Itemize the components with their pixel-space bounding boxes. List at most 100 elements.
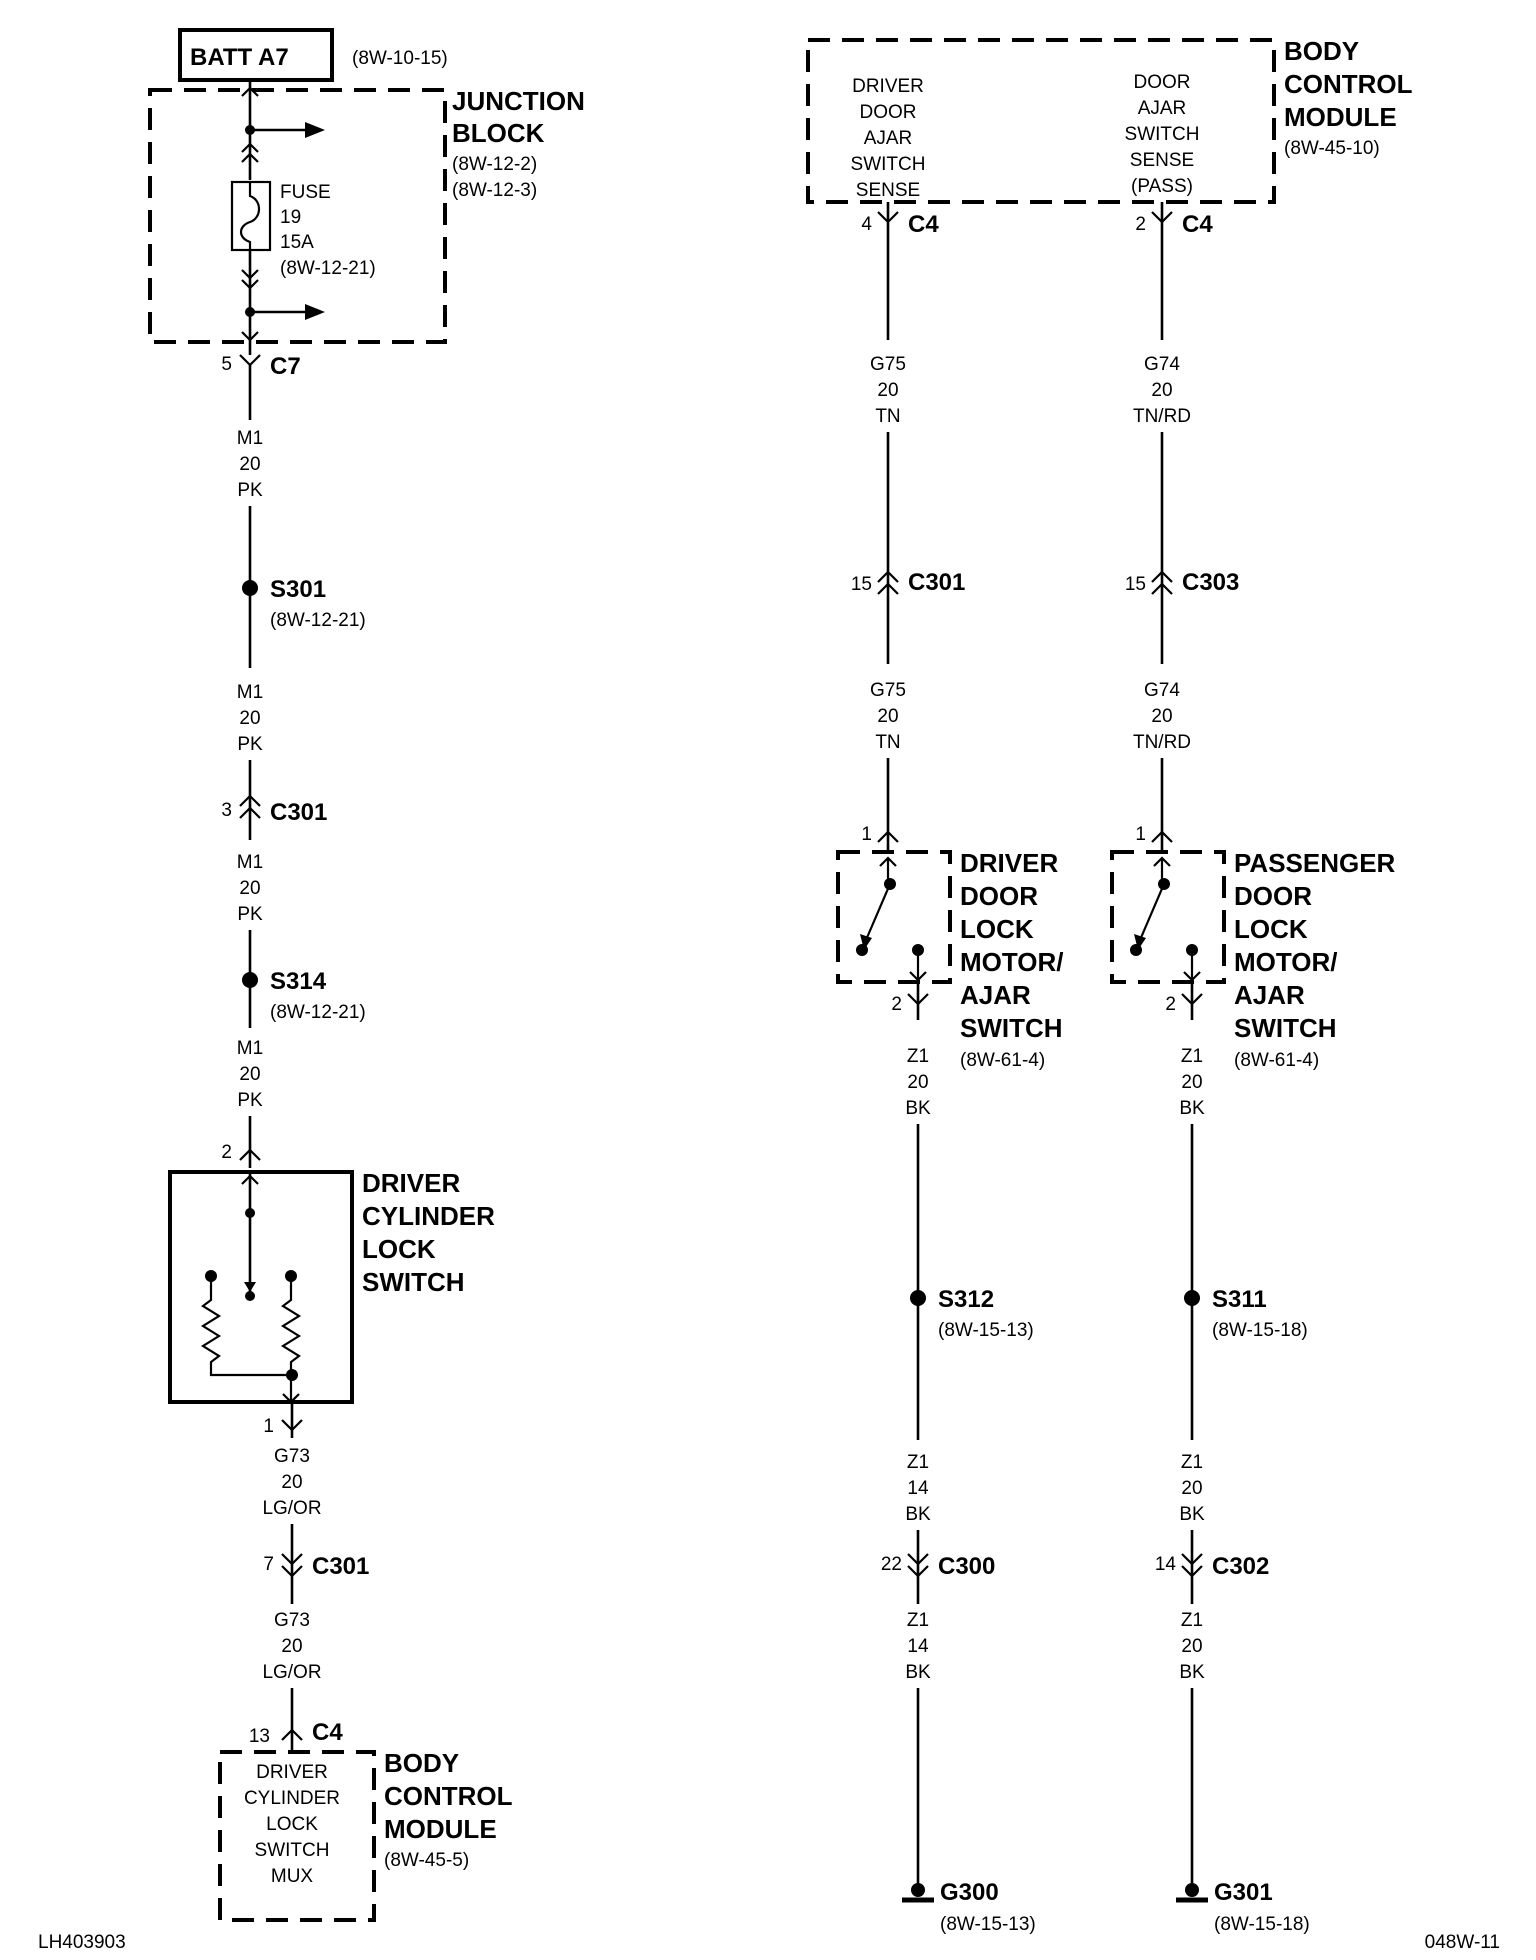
- bcm-top-title-3: MODULE: [1284, 102, 1397, 132]
- c7-name: C7: [270, 353, 301, 380]
- right-columns: DRIVER DOOR AJAR SWITCH SENSE DOOR AJAR …: [806, 36, 1413, 1935]
- wire-g73-circuit-2: G73: [274, 1610, 310, 1631]
- junction-block-ref-2: (8W-12-3): [452, 180, 537, 201]
- pass-z1-circuit-3: Z1: [1181, 1610, 1203, 1631]
- switch-pin2: 2: [221, 1142, 232, 1163]
- driver-z114-circuit-2: Z1: [907, 1610, 929, 1631]
- s312-ref: (8W-15-13): [938, 1320, 1034, 1341]
- driver-circuit: 4 C4 G75 20 TN 15 C301 G75 20 TN 1: [836, 202, 1064, 1935]
- bcm-top-driver-3: AJAR: [864, 128, 913, 149]
- pass-z1-circuit: Z1: [1181, 1046, 1203, 1067]
- junction-block-box: [148, 88, 447, 344]
- wire-m1-gauge-3: 20: [239, 878, 260, 899]
- driver-c4-pin: 4: [861, 214, 872, 235]
- pass-switch-pin1: 1: [1135, 824, 1146, 845]
- driver-c301-pin: 15: [851, 574, 872, 595]
- driver-switch-pin1: 1: [861, 824, 872, 845]
- bcm-top-pass-2: AJAR: [1138, 98, 1187, 119]
- pass-g74-circuit-2: G74: [1144, 680, 1180, 701]
- splice-s314: [242, 972, 258, 988]
- passenger-circuit: 2 C4 G74 20 TN/RD 15 C303 G74 20 TN/RD 1: [1110, 202, 1396, 1935]
- wire-m1-gauge-2: 20: [239, 708, 260, 729]
- bcm-bottom-title-1: BODY: [384, 1748, 459, 1778]
- bcm-bottom-ref: (8W-45-5): [384, 1850, 469, 1871]
- wire-m1-color: PK: [237, 480, 263, 501]
- wire-g73-circuit: G73: [274, 1446, 310, 1467]
- c301a-pin: 3: [221, 800, 232, 821]
- wire-m1-gauge: 20: [239, 454, 260, 475]
- s314-ref: (8W-12-21): [270, 1002, 366, 1023]
- pass-g74-circuit: G74: [1144, 354, 1180, 375]
- driver-g75-color-2: TN: [875, 732, 900, 753]
- pass-motor-title-6: SWITCH: [1234, 1013, 1337, 1043]
- wire-m1-circuit: M1: [237, 428, 263, 449]
- bcm-top-pass-1: DOOR: [1134, 72, 1191, 93]
- pass-motor-title-1: PASSENGER: [1234, 848, 1396, 878]
- footer-left-code: LH403903: [38, 1932, 126, 1953]
- s301-ref: (8W-12-21): [270, 610, 366, 631]
- driver-z114-gauge: 14: [907, 1478, 929, 1499]
- bcm-bottom-inner-5: MUX: [271, 1866, 314, 1887]
- c302-pin: 14: [1155, 1554, 1177, 1575]
- bcm-top-ref: (8W-45-10): [1284, 138, 1380, 159]
- driver-g75-gauge: 20: [877, 380, 898, 401]
- switch-internals: [200, 1172, 302, 1404]
- driver-motor-title-3: LOCK: [960, 914, 1034, 944]
- pass-z1-color-2: BK: [1179, 1504, 1205, 1525]
- pass-motor-title-2: DOOR: [1234, 881, 1312, 911]
- pass-c4-name: C4: [1182, 211, 1213, 238]
- wire-m1-circuit-2: M1: [237, 682, 263, 703]
- driver-z114-color-2: BK: [905, 1662, 931, 1683]
- driver-motor-ref: (8W-61-4): [960, 1050, 1045, 1071]
- bcm-top-pass-5: (PASS): [1131, 176, 1193, 197]
- bcm-top-title-2: CONTROL: [1284, 69, 1413, 99]
- driver-g75-color: TN: [875, 406, 900, 427]
- fuse-number: 19: [280, 207, 301, 228]
- dcs-title-3: LOCK: [362, 1234, 436, 1264]
- bcm-top-box: [806, 38, 1276, 204]
- c303-name: C303: [1182, 569, 1239, 596]
- wire-m1-circuit-3: M1: [237, 852, 263, 873]
- c4-left-name: C4: [312, 1719, 343, 1746]
- pass-g74-gauge: 20: [1151, 380, 1172, 401]
- driver-z1-gauge: 20: [907, 1072, 928, 1093]
- driver-motor-title-5: AJAR: [960, 980, 1031, 1010]
- ground-g301-icon: [1176, 1883, 1208, 1903]
- junction-block-title-2: BLOCK: [452, 118, 545, 148]
- s311-name: S311: [1212, 1286, 1267, 1313]
- pass-motor-ref: (8W-61-4): [1234, 1050, 1319, 1071]
- driver-motor-title-6: SWITCH: [960, 1013, 1063, 1043]
- fuse-ref: (8W-12-21): [280, 258, 376, 279]
- fuse-label: FUSE: [280, 182, 331, 203]
- c302-name: C302: [1212, 1553, 1269, 1580]
- driver-z114-gauge-2: 14: [907, 1636, 929, 1657]
- pass-motor-title-4: MOTOR/: [1234, 947, 1338, 977]
- c301b-pin: 7: [263, 1554, 274, 1575]
- splice-s312: [910, 1290, 926, 1306]
- bcm-bottom-inner-2: CYLINDER: [244, 1788, 340, 1809]
- driver-g75-circuit: G75: [870, 354, 906, 375]
- driver-switch-internals: [856, 856, 927, 982]
- pass-g74-gauge-2: 20: [1151, 706, 1172, 727]
- driver-motor-box: [836, 850, 952, 984]
- driver-motor-title-1: DRIVER: [960, 848, 1058, 878]
- bcm-top-driver-1: DRIVER: [852, 76, 924, 97]
- bcm-top-title-1: BODY: [1284, 36, 1359, 66]
- wire-g73-color: LG/OR: [262, 1498, 321, 1519]
- bcm-bottom-box: [218, 1750, 376, 1922]
- batt-box: [178, 28, 334, 82]
- s311-ref: (8W-15-18): [1212, 1320, 1308, 1341]
- g301-ref: (8W-15-18): [1214, 1914, 1310, 1935]
- driver-z1-circuit: Z1: [907, 1046, 929, 1067]
- wire-m1-color-3: PK: [237, 904, 263, 925]
- c300-pin: 22: [881, 1554, 902, 1575]
- driver-z114-color: BK: [905, 1504, 931, 1525]
- switch-pin1: 1: [263, 1416, 274, 1437]
- c4-left-pin: 13: [249, 1726, 270, 1747]
- junction-block-ref-1: (8W-12-2): [452, 154, 537, 175]
- bcm-bottom-title-2: CONTROL: [384, 1781, 513, 1811]
- wire-m1-circuit-4: M1: [237, 1038, 263, 1059]
- wire-g73-gauge: 20: [281, 1472, 302, 1493]
- pass-g74-color: TN/RD: [1133, 406, 1191, 427]
